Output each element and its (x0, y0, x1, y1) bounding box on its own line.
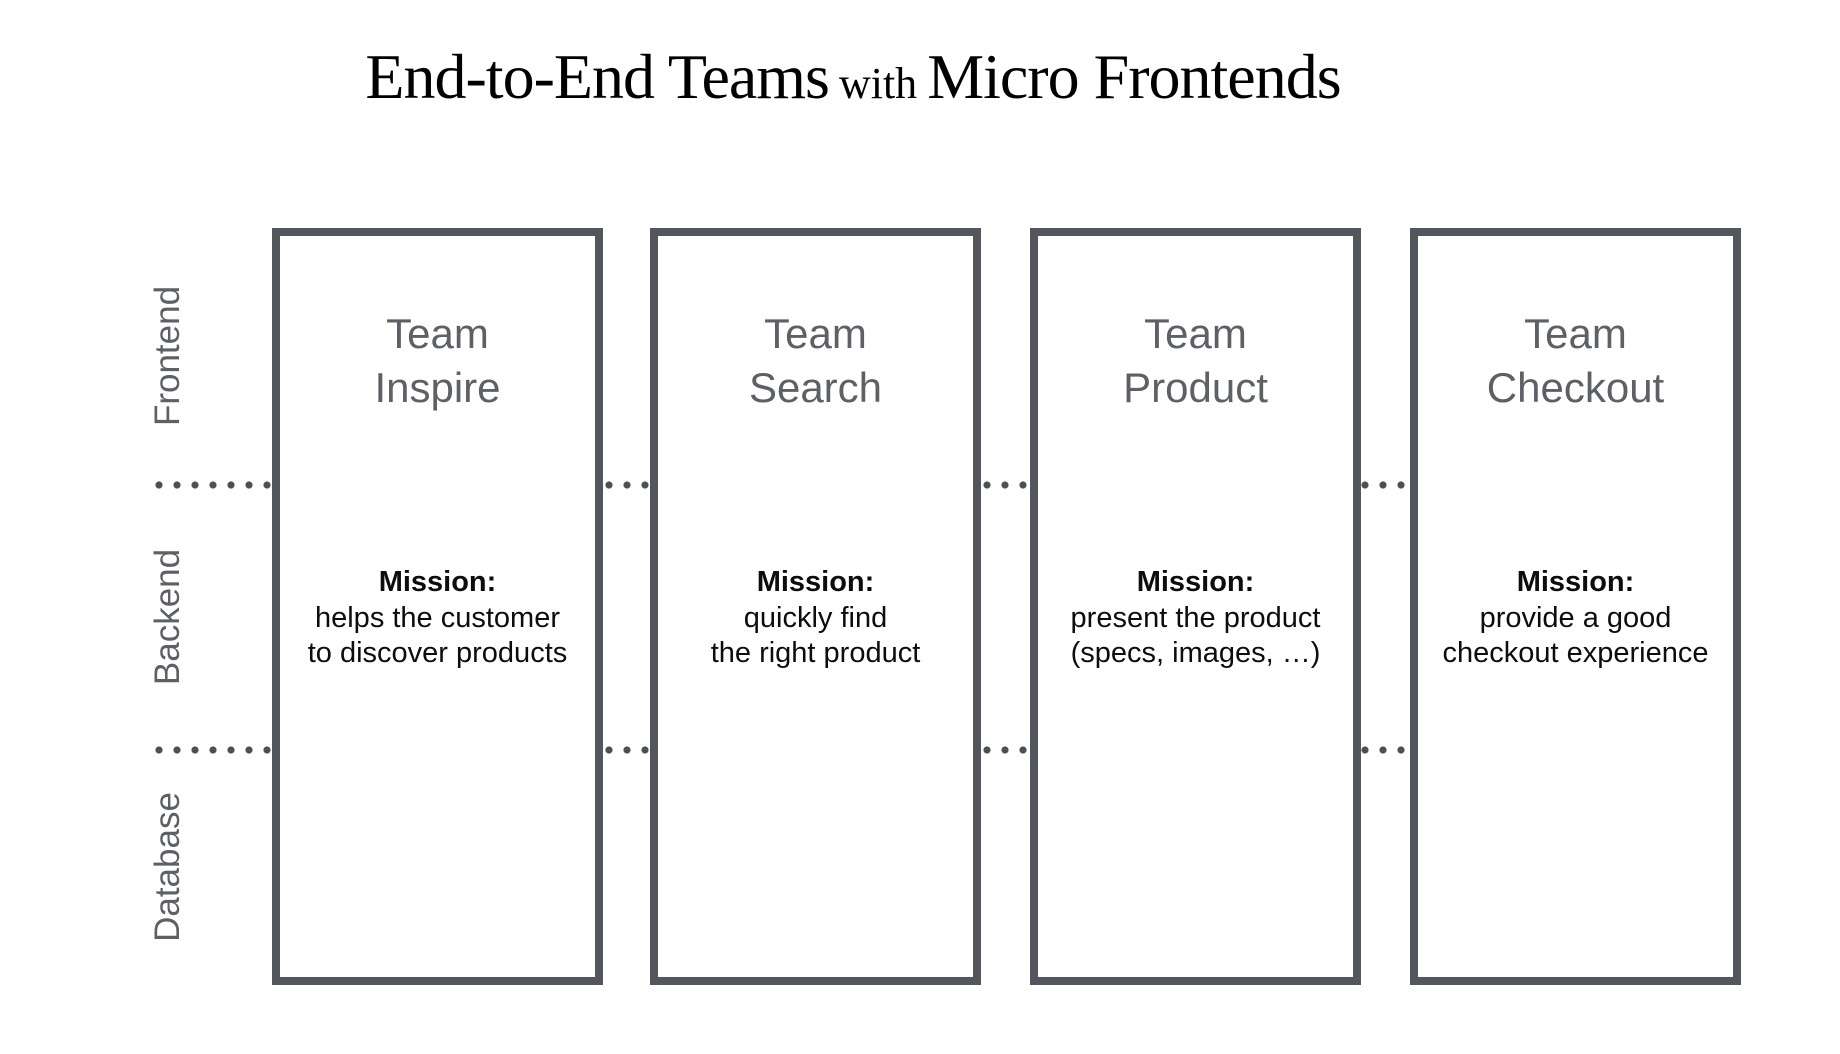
team-name: Team Search (748, 310, 883, 411)
team-mission: Mission: quickly find the right product (658, 486, 973, 751)
mission-text: helps the customer to discover products (307, 601, 568, 670)
mission-text: quickly find the right product (710, 601, 921, 670)
team-box-checkout: Team Checkout Mission: provide a good ch… (1410, 228, 1741, 985)
title-connector: with (838, 59, 918, 108)
team-name: Team Product (1123, 310, 1268, 411)
layer-label-backend: Backend (148, 548, 187, 686)
team-mission: Mission: provide a good checkout experie… (1418, 486, 1733, 751)
team-mission: Mission: present the product (specs, ima… (1038, 486, 1353, 751)
mission-label: Mission: (378, 566, 497, 599)
team-name: Team Inspire (374, 310, 501, 411)
team-mission: Mission: helps the customer to discover … (280, 486, 595, 751)
mission-label: Mission: (756, 566, 875, 599)
title-lead: End-to-End Teams (365, 41, 830, 112)
team-box-product: Team Product Mission: present the produc… (1030, 228, 1361, 985)
team-box-search: Team Search Mission: quickly find the ri… (650, 228, 981, 985)
mission-text: provide a good checkout experience (1442, 601, 1709, 670)
team-name: Team Checkout (1486, 310, 1665, 411)
mission-text: present the product (specs, images, …) (1070, 601, 1321, 670)
mission-label: Mission: (1136, 566, 1255, 599)
team-box-inspire: Team Inspire Mission: helps the customer… (272, 228, 603, 985)
title-tail: Micro Frontends (927, 41, 1341, 112)
mission-label: Mission: (1516, 566, 1635, 599)
layer-label-database: Database (148, 792, 187, 942)
layer-label-frontend: Frontend (148, 285, 187, 427)
